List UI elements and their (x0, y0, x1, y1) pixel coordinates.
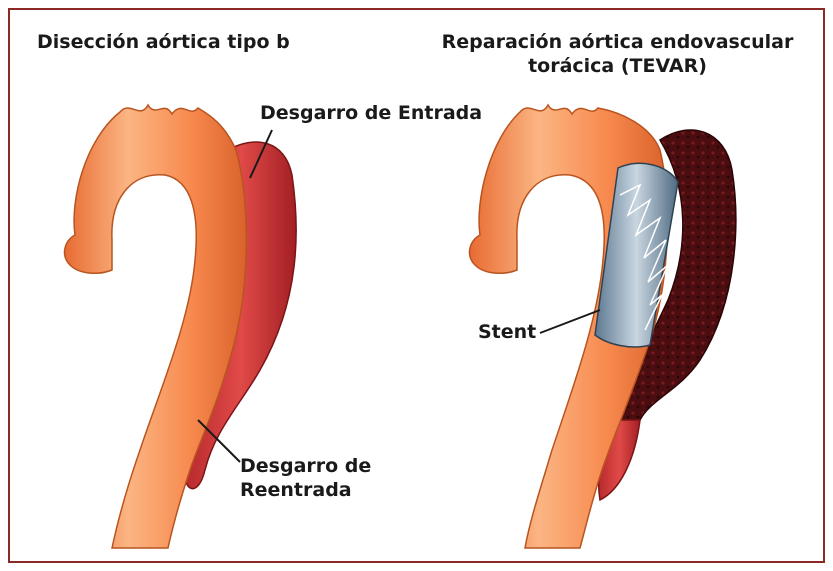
left-panel-title: Disección aórtica tipo b (37, 30, 290, 54)
left-aorta (65, 105, 247, 548)
reentry-tear-label: Desgarro de Reentrada (240, 454, 371, 502)
entry-tear-label: Desgarro de Entrada (260, 101, 482, 125)
right-panel-title: Reparación aórtica endovascular torácica… (420, 30, 815, 78)
stent-label: Stent (478, 320, 536, 344)
